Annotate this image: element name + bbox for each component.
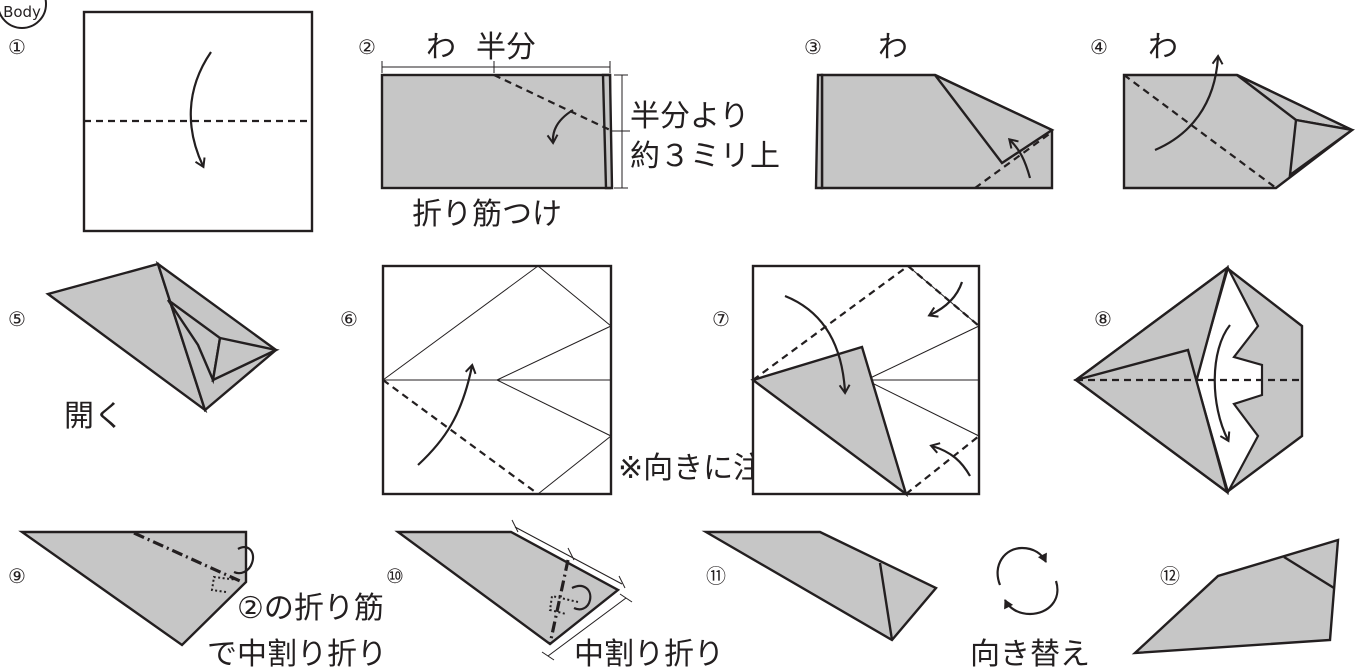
rotate-arrows-icon xyxy=(996,546,1059,616)
label-inside-reverse: 中割り折り xyxy=(574,637,724,672)
label-wa: わ xyxy=(426,30,456,65)
valley-fold-line xyxy=(974,131,1053,189)
mountain-fold-line xyxy=(548,559,570,645)
step-7: ⑦ xyxy=(712,264,981,498)
label-half: 半分 xyxy=(476,30,536,65)
valley-fold-line xyxy=(382,379,539,495)
step-number: ⑨ xyxy=(8,564,26,588)
fold-arrow xyxy=(1213,324,1231,443)
label-wa: わ xyxy=(878,30,908,65)
step-11: ⑪ 向き替え xyxy=(701,530,1090,672)
step-6: ⑥ ※向きに注意 xyxy=(340,264,793,496)
paper-body xyxy=(1131,538,1340,655)
fold-arrow xyxy=(784,294,851,395)
reverse-arrow xyxy=(571,584,592,611)
label-crease-ref: ②の折り筋 xyxy=(237,591,384,626)
mountain-fold-line xyxy=(133,531,241,583)
step-number: ② xyxy=(358,35,376,59)
step-number: ① xyxy=(8,35,26,59)
fold-arrow xyxy=(189,51,212,169)
label-crease: 折り筋つけ xyxy=(412,197,562,232)
paper-rect xyxy=(380,73,612,190)
label-above-half: 半分より xyxy=(630,99,749,134)
step-1: ① xyxy=(8,10,314,233)
fold-arrow xyxy=(1154,54,1224,152)
badge-label: Body xyxy=(3,3,41,21)
folded-flap xyxy=(750,345,909,498)
paper-body xyxy=(701,530,938,642)
valley-fold-line xyxy=(493,74,611,131)
reverse-arrow xyxy=(233,546,255,575)
body-badge: Body xyxy=(0,0,47,29)
fold-edge xyxy=(1283,555,1335,590)
fold-edge xyxy=(878,562,894,641)
step-number: ③ xyxy=(804,35,822,59)
paper-body xyxy=(18,530,248,647)
step-number: ⑩ xyxy=(386,564,404,588)
step-4: ④ わ xyxy=(1090,30,1355,190)
label-inside-reverse: で中割り折り xyxy=(207,637,387,672)
label-turn-around: 向き替え xyxy=(970,637,1090,672)
valley-fold-line xyxy=(1123,74,1277,189)
fold-arrow xyxy=(417,363,477,466)
step-number: ⑦ xyxy=(712,307,730,331)
step-number: ④ xyxy=(1090,35,1108,59)
fold-arrow xyxy=(546,109,574,145)
step-number: ⑫ xyxy=(1160,564,1180,588)
step-8: ⑧ xyxy=(1073,264,1304,496)
paper-body xyxy=(394,530,621,646)
step-10: ⑩ 中割り折り xyxy=(386,519,724,672)
valley-fold-line xyxy=(752,265,909,381)
step-12: ⑫ xyxy=(1131,538,1340,655)
step-number: ⑤ xyxy=(8,307,26,331)
paper-layer xyxy=(601,73,614,190)
folded-flap xyxy=(934,73,1055,165)
label-open: 開く xyxy=(64,399,124,434)
step-5: ⑤ 開く xyxy=(8,260,280,434)
step-3: ③ わ xyxy=(804,30,1055,190)
label-wa: わ xyxy=(1148,30,1178,65)
step-number: ⑪ xyxy=(706,564,726,588)
step-9: ⑨ ②の折り筋 で中割り折り xyxy=(8,530,387,672)
label-3mm-up: 約３ミリ上 xyxy=(630,139,780,174)
fold-arrow xyxy=(1007,137,1032,179)
step-number: ⑧ xyxy=(1094,307,1112,331)
step-2: ② わ 半分 半分より 約３ミリ上 折り筋つけ xyxy=(358,30,780,232)
step-number: ⑥ xyxy=(340,307,358,331)
